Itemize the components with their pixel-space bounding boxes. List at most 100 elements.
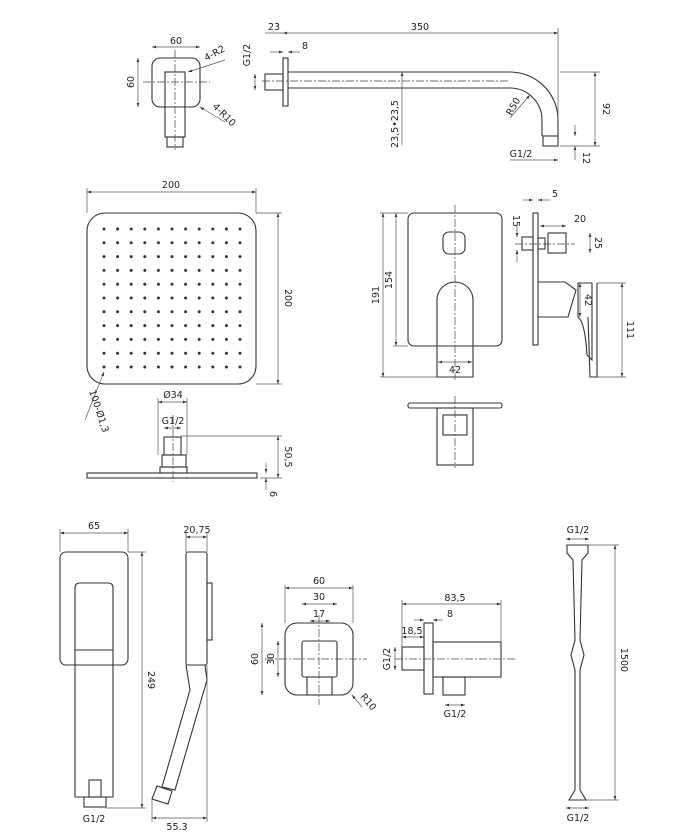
nozzle-dot [184, 365, 188, 369]
nozzle-dot [224, 310, 228, 314]
nozzle-dot [184, 310, 188, 314]
outlet-depth-label: 83,5 [444, 593, 465, 604]
nozzle-dot [129, 310, 133, 314]
nozzle-dot [102, 337, 106, 341]
nozzle-dot [170, 324, 174, 328]
nozzle-dot [184, 255, 188, 259]
mixer-handle-height-label: 42 [582, 294, 593, 306]
nozzle-dot [102, 241, 106, 245]
nozzle-dot [129, 255, 133, 259]
nozzle-dot [238, 310, 242, 314]
nozzle-dot [116, 351, 120, 355]
shower-arm-side-view: 23 350 8 G1/2 23,5•23,5 R50 92 12 G1/2 [242, 22, 611, 164]
nozzle-dot [156, 365, 160, 369]
nozzle-dot [129, 351, 133, 355]
nozzle-grid [102, 227, 242, 369]
nozzle-dot [197, 268, 201, 272]
mixer-plate-depth-label: 5 [552, 189, 558, 200]
nozzle-dot [116, 324, 120, 328]
nozzle-dot [238, 324, 242, 328]
nozzle-dot [156, 351, 160, 355]
mixer-diverter-offset-label: 15 [510, 215, 521, 227]
outlet-flange-label: 8 [447, 609, 453, 620]
nozzle-dot [156, 310, 160, 314]
nozzle-dot [156, 324, 160, 328]
nozzle-dot [129, 365, 133, 369]
shower-head-top-view: 200 200 100-Ø1,3 [84, 180, 293, 434]
nozzle-dot [224, 268, 228, 272]
nozzle-dot [102, 268, 106, 272]
nozzle-dot [211, 324, 215, 328]
hand-shower-handle-depth-label: 55.3 [166, 822, 187, 833]
nozzle-dot [224, 324, 228, 328]
nozzle-dot [197, 241, 201, 245]
outlet-width-label: 60 [313, 576, 325, 587]
nozzle-dot [143, 255, 147, 259]
nozzle-dot [211, 268, 215, 272]
outlet-inlet-thread-label: G1/2 [382, 648, 393, 671]
nozzle-dot [184, 296, 188, 300]
outlet-nipple-width-label: 17 [313, 609, 325, 620]
nozzle-dot [156, 227, 160, 231]
nozzle-dot [238, 351, 242, 355]
nozzle-dot [102, 296, 106, 300]
mixer-side-view: 5 15 20 25 42 111 [510, 189, 635, 378]
head-thread-label: G1/2 [162, 416, 185, 427]
arm-flange-offset-label: 23 [268, 22, 280, 33]
nozzle-dot [197, 337, 201, 341]
mixer-handle-width-label: 42 [449, 365, 461, 376]
shower-head-side-view: Ø34 G1/2 50,5 6 [86, 390, 293, 497]
nozzle-dot [102, 227, 106, 231]
nozzle-dot [129, 324, 133, 328]
hand-shower-head-depth-label: 20,75 [183, 525, 210, 536]
nozzle-dot [224, 337, 228, 341]
nozzle-dot [143, 337, 147, 341]
mixer-bottom-view [407, 396, 503, 468]
wall-outlet-front-view: 60 30 17 60 30 R10 [250, 576, 378, 713]
nozzle-dot [156, 282, 160, 286]
nozzle-dot [129, 241, 133, 245]
nozzle-dot [224, 241, 228, 245]
nozzle-dot [170, 241, 174, 245]
nozzle-dot [143, 351, 147, 355]
nozzle-dot [129, 227, 133, 231]
nozzle-dot [116, 296, 120, 300]
bracket-width-label: 60 [170, 36, 182, 47]
hand-shower-thread-label: G1/2 [83, 814, 106, 825]
wall-bracket-front-view: 60 60 4-R2 4-R10 [126, 36, 238, 150]
nozzle-dot [129, 296, 133, 300]
bracket-height-label: 60 [126, 76, 137, 88]
outlet-inner-width-label: 30 [313, 592, 325, 603]
nozzle-dot [211, 296, 215, 300]
arm-length-label: 350 [411, 22, 429, 33]
outlet-inner-height-label: 30 [266, 653, 277, 665]
nozzle-dot [129, 282, 133, 286]
nozzle-dot [116, 255, 120, 259]
nozzle-dot [170, 227, 174, 231]
head-connector-diameter-label: Ø34 [163, 390, 183, 401]
arm-inlet-thread-label: G1/2 [242, 44, 253, 67]
nozzle-dot [116, 268, 120, 272]
nozzle-dot [184, 227, 188, 231]
nozzle-dot [238, 365, 242, 369]
outlet-nipple-length-label: 18,5 [401, 626, 422, 637]
nozzle-dot [238, 337, 242, 341]
nozzle-dot [224, 365, 228, 369]
nozzle-dot [116, 337, 120, 341]
nozzle-dot [184, 282, 188, 286]
mixer-handle-drop-label: 111 [624, 321, 635, 339]
nozzle-dot [211, 241, 215, 245]
nozzle-dot [197, 310, 201, 314]
nozzle-dot [211, 337, 215, 341]
nozzle-dot [211, 365, 215, 369]
nozzle-dot [197, 351, 201, 355]
arm-drop-label: 92 [600, 103, 611, 115]
nozzle-dot [211, 310, 215, 314]
arm-outlet-thread-label: G1/2 [510, 149, 533, 160]
head-nozzles-label: 100-Ø1,3 [86, 389, 110, 434]
mixer-diverter-depth-label: 20 [574, 214, 586, 225]
arm-flange-thickness-label: 8 [302, 41, 308, 52]
nozzle-dot [143, 296, 147, 300]
outlet-radius-label: R10 [358, 692, 378, 713]
